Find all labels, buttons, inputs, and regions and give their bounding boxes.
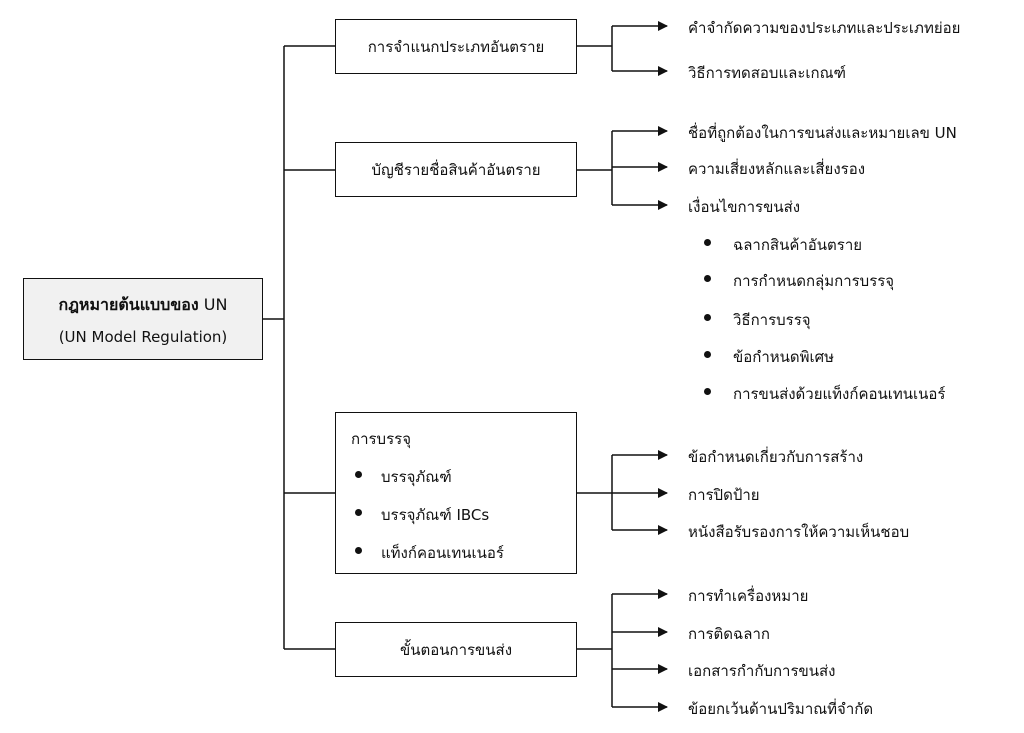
category-node-transport-procedure: ขั้นตอนการขนส่ง [335, 622, 577, 677]
category-label: บัญชีรายชื่อสินค้าอันตราย [371, 160, 541, 179]
category-label: ขั้นตอนการขนส่ง [399, 640, 513, 659]
bullet-dot-icon [704, 351, 711, 358]
bullet-dot-icon [355, 509, 362, 516]
leaf-item: คำจำกัดความของประเภทและประเภทย่อย [688, 19, 961, 37]
bullet-dot-icon [704, 314, 711, 321]
root-title: กฎหมายต้นแบบของ UN [59, 293, 228, 318]
sub-bullet-item: วิธีการบรรจุ [703, 308, 811, 332]
category-node-packaging: การบรรจุ บรรจุภัณฑ์ บรรจุภัณฑ์ IBCs แท็ง… [335, 412, 577, 574]
leaf-item: เงื่อนไขการขนส่ง [688, 198, 801, 216]
category-node-classification: การจำแนกประเภทอันตราย [335, 19, 577, 74]
root-node: กฎหมายต้นแบบของ UN (UN Model Regulation) [23, 278, 263, 360]
bullet-dot-icon [704, 239, 711, 246]
leaf-item: ชื่อที่ถูกต้องในการขนส่งและหมายเลข UN [688, 124, 957, 142]
root-title-suffix: UN [203, 294, 228, 314]
leaf-item: การทำเครื่องหมาย [688, 587, 809, 605]
bullet-dot-icon [704, 388, 711, 395]
leaf-item: วิธีการทดสอบและเกณฑ์ [688, 64, 846, 82]
leaf-item: ความเสี่ยงหลักและเสี่ยงรอง [688, 160, 866, 178]
bullet-dot-icon [355, 547, 362, 554]
category-label: การบรรจุ [351, 430, 411, 448]
root-subtitle: (UN Model Regulation) [58, 327, 228, 346]
bullet-dot-icon [704, 275, 711, 282]
leaf-item: การปิดป้าย [688, 486, 760, 504]
packaging-bullet-item: บรรจุภัณฑ์ IBCs [351, 503, 576, 527]
packaging-bullet-item: แท็งก์คอนเทนเนอร์ [351, 541, 576, 565]
sub-bullet-item: ข้อกำหนดพิเศษ [703, 345, 834, 369]
sub-bullet-item: ฉลากสินค้าอันตราย [703, 233, 862, 257]
leaf-item: เอกสารกำกับการขนส่ง [688, 662, 836, 680]
root-title-bold: กฎหมายต้นแบบของ [58, 294, 199, 314]
packaging-bullet-item: บรรจุภัณฑ์ [351, 465, 576, 489]
category-node-dangerous-goods-list: บัญชีรายชื่อสินค้าอันตราย [335, 142, 577, 197]
leaf-item: การติดฉลาก [688, 625, 770, 643]
leaf-item: ข้อกำหนดเกี่ยวกับการสร้าง [688, 448, 864, 466]
leaf-item: ข้อยกเว้นด้านปริมาณที่จำกัด [688, 700, 874, 718]
sub-bullet-item: การขนส่งด้วยแท็งก์คอนเทนเนอร์ [703, 382, 945, 406]
bullet-dot-icon [355, 471, 362, 478]
category-label: การจำแนกประเภทอันตราย [367, 37, 545, 56]
sub-bullet-item: การกำหนดกลุ่มการบรรจุ [703, 269, 894, 293]
leaf-item: หนังสือรับรองการให้ความเห็นชอบ [688, 523, 910, 541]
